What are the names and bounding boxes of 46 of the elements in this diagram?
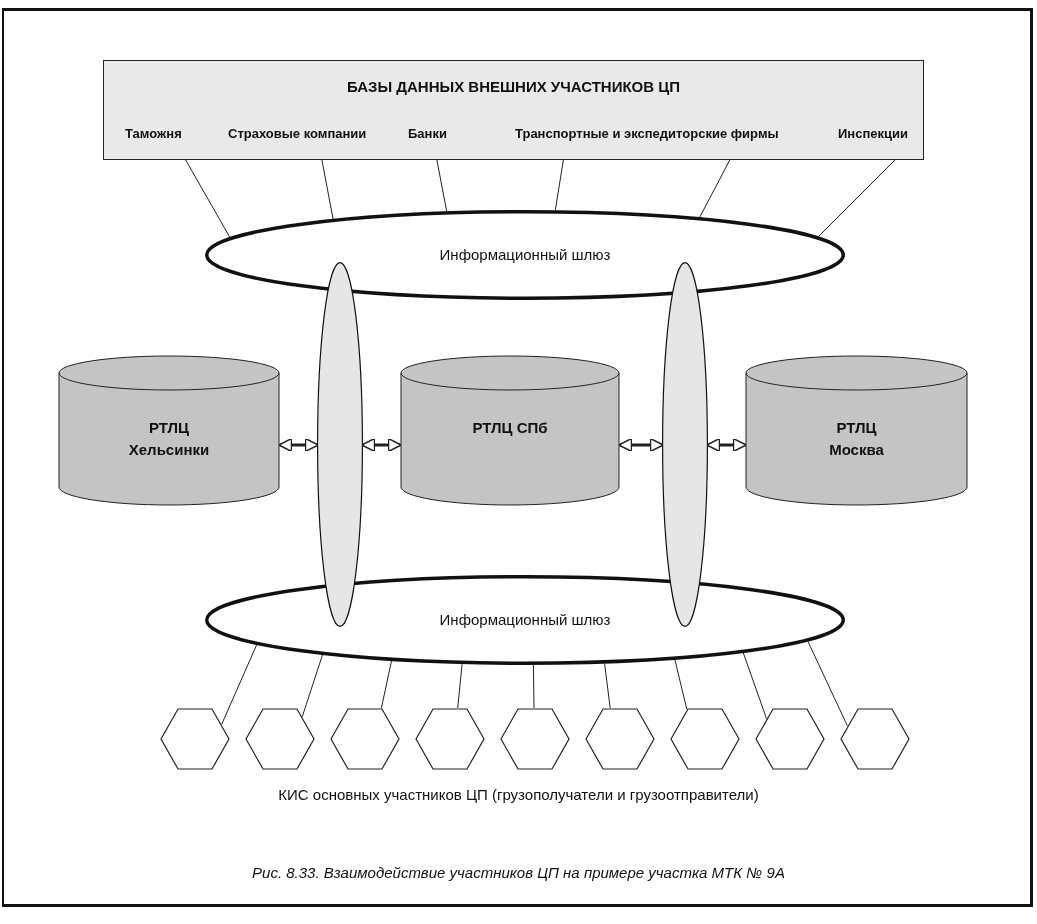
gateway-label: Информационный шлюз: [439, 611, 611, 628]
participant-label: Инспекции: [838, 126, 908, 141]
double-arrow: [617, 437, 665, 453]
gateway-ellipse: [205, 575, 845, 665]
double-arrow: [360, 437, 403, 453]
connector-line: [221, 644, 258, 725]
system-hexagon: [585, 708, 655, 770]
system-hexagon: [840, 708, 910, 770]
connector-line: [604, 663, 611, 709]
connector-line: [380, 660, 392, 709]
gateway-label: Информационный шлюз: [439, 246, 611, 263]
system-hexagon: [670, 708, 740, 770]
system-hexagon: [160, 708, 230, 770]
connector-line: [554, 159, 564, 211]
connector-line: [817, 159, 896, 238]
connector-line: [532, 664, 535, 709]
system-hexagon: [330, 708, 400, 770]
center-label: РТЛЦ СПб: [471, 418, 549, 438]
participant-label: Транспортные и экспедиторские фирмы: [515, 126, 779, 141]
connector-line: [301, 654, 323, 718]
panel-heading: БАЗЫ ДАННЫХ ВНЕШНИХ УЧАСТНИКОВ ЦП: [347, 78, 680, 95]
connector-line: [699, 159, 731, 218]
system-hexagon: [415, 708, 485, 770]
system-hexagon: [755, 708, 825, 770]
participant-label: Банки: [408, 126, 447, 141]
center-label: РТЛЦ Хельсинки: [127, 418, 211, 460]
connector-line: [457, 663, 463, 709]
connector-line: [674, 659, 688, 710]
double-arrow: [705, 437, 748, 453]
gateway-ellipse: [317, 262, 363, 627]
system-hexagon: [500, 708, 570, 770]
center-label: РТЛЦ Москва: [828, 418, 885, 460]
participant-label: Страховые компании: [228, 126, 367, 141]
group-caption: КИС основных участников ЦП (грузополучатели и грузоотправители): [278, 786, 759, 803]
connector-line: [185, 159, 231, 239]
system-hexagon: [245, 708, 315, 770]
connector-line: [807, 640, 848, 727]
gateway-ellipse: [662, 262, 708, 627]
participant-label: Таможня: [125, 126, 182, 141]
connector-line: [436, 159, 448, 212]
database-panel: [103, 60, 924, 160]
figure-caption: Рис. 8.33. Взаимодействие участников ЦП на примере участка МТК № 9А: [252, 864, 785, 881]
gateway-ellipse: [205, 210, 845, 300]
connector-line: [742, 652, 767, 720]
connector-line: [321, 159, 334, 220]
double-arrow: [277, 437, 320, 453]
